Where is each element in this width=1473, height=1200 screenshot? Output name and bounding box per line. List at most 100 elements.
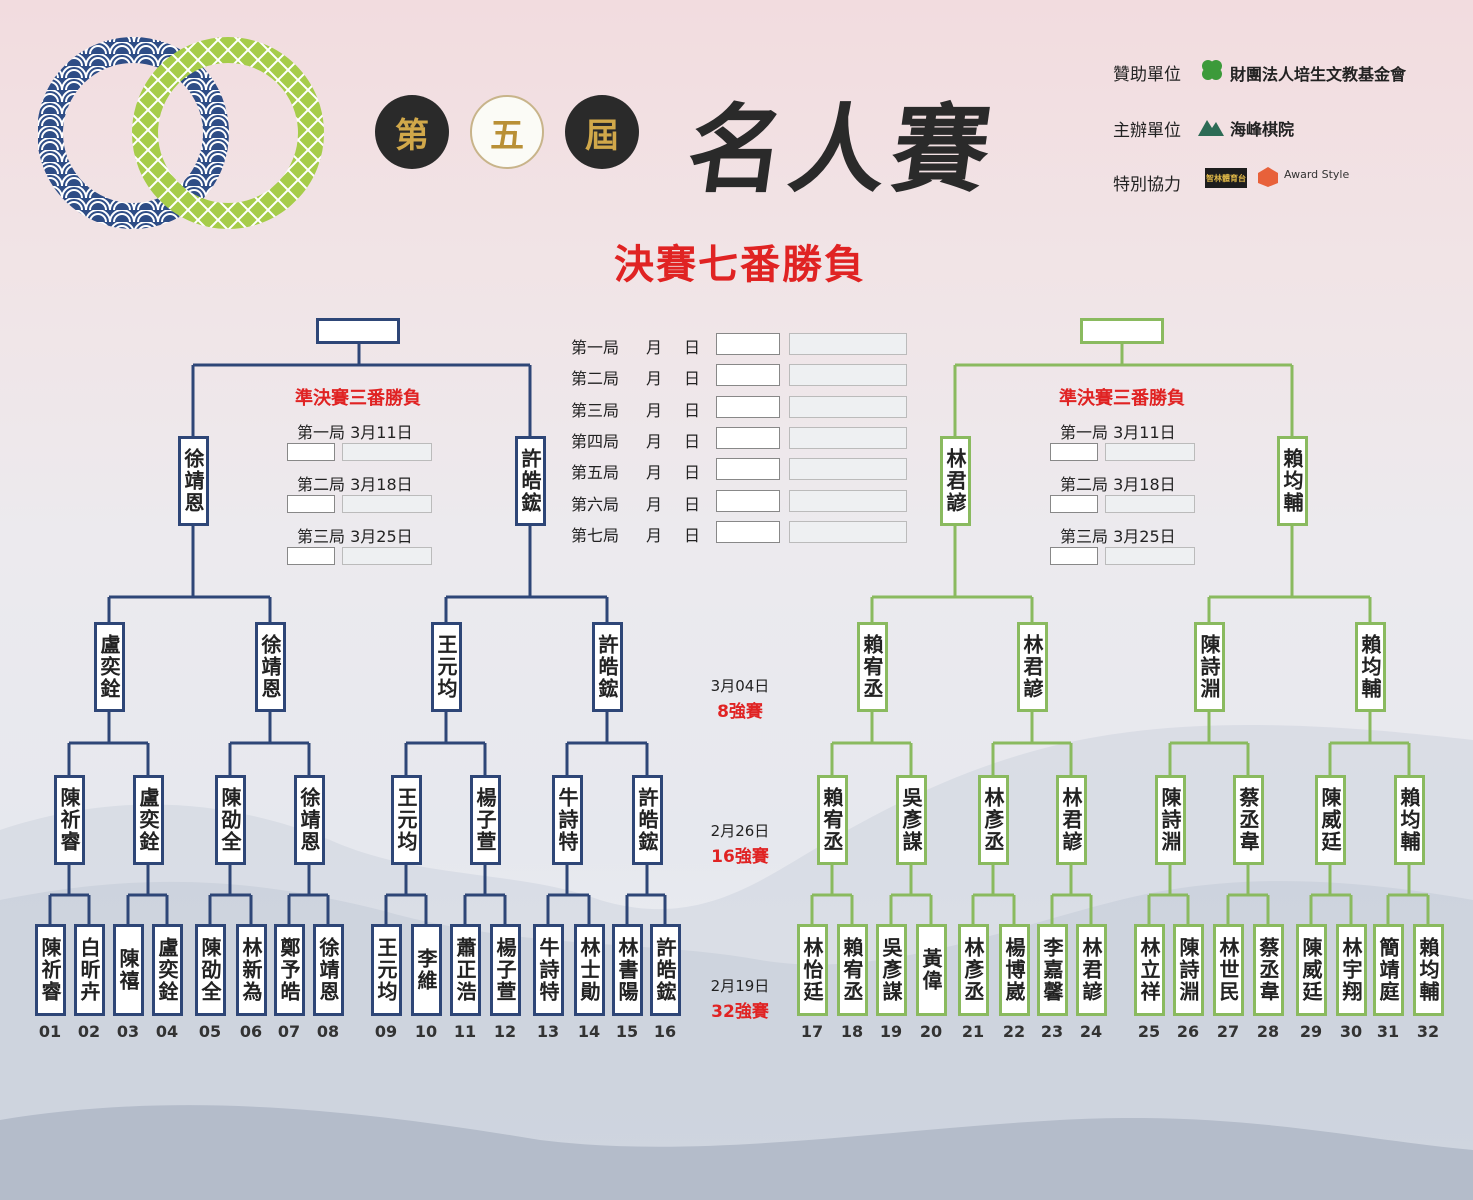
player-box-r32: 林怡廷 <box>796 924 828 1016</box>
player-box-r16: 賴均輔 <box>1393 775 1425 865</box>
player-box-r32: 賴均輔 <box>1412 924 1444 1016</box>
seed-number: 01 <box>38 1022 62 1041</box>
player-box-r16: 蔡丞韋 <box>1232 775 1264 865</box>
final-note-box[interactable] <box>789 364 907 387</box>
seed-number: 06 <box>239 1022 263 1041</box>
player-box-r16: 牛詩特 <box>551 775 583 865</box>
final-note-box[interactable] <box>789 458 907 481</box>
final-game-month: 月 <box>646 525 663 545</box>
semifinal-note-box[interactable] <box>342 495 432 513</box>
semifinal-result-box[interactable] <box>287 443 335 461</box>
player-box-r8: 許皓鋐 <box>591 622 623 712</box>
player-box-r16: 陳劭全 <box>214 775 246 865</box>
partner-logo-2: Award Style <box>1284 168 1350 181</box>
player-box-semifinal: 林君諺 <box>939 436 971 526</box>
player-box-semifinal: 賴均輔 <box>1276 436 1308 526</box>
sponsor-label: 贊助單位 <box>1113 65 1181 85</box>
final-result-box[interactable] <box>716 395 780 418</box>
player-box-r32: 牛詩特 <box>532 924 564 1016</box>
seed-number: 28 <box>1256 1022 1280 1041</box>
semifinal-result-box[interactable] <box>287 547 335 565</box>
final-game-label: 第三局 <box>571 400 620 420</box>
final-result-box[interactable] <box>716 333 780 355</box>
player-box-r8: 盧奕銓 <box>93 622 125 712</box>
event-logo <box>38 37 324 229</box>
final-game-month: 月 <box>646 338 663 357</box>
player-box-r16: 陳詩淵 <box>1154 775 1186 865</box>
clover-icon <box>1202 60 1222 80</box>
player-box-r32: 陳祈睿 <box>34 924 66 1016</box>
seed-number: 15 <box>615 1022 639 1041</box>
player-box-r32: 吳彥謀 <box>875 924 907 1016</box>
seed-number: 14 <box>577 1022 601 1041</box>
final-result-box[interactable] <box>716 520 780 543</box>
final-game-month: 月 <box>646 369 663 389</box>
semifinal-game-label-left: 第一局 3月11日 <box>297 423 413 442</box>
round-name-16: 16強賽 <box>711 847 769 867</box>
final-game-label: 第二局 <box>571 369 620 389</box>
seed-number: 23 <box>1040 1022 1064 1041</box>
final-note-box[interactable] <box>789 489 907 512</box>
final-game-label: 第四局 <box>571 431 620 451</box>
award-style-icon <box>1258 167 1278 187</box>
player-box-r16: 林彥丞 <box>977 775 1009 865</box>
final-game-day: 日 <box>684 494 701 514</box>
player-box-r16: 吳彥謀 <box>895 775 927 865</box>
round-date-16: 2月26日 <box>710 822 770 840</box>
final-result-box[interactable] <box>716 489 780 512</box>
round-date-8: 3月04日 <box>710 677 770 695</box>
player-box-r32: 林新為 <box>235 924 267 1016</box>
final-game-month: 月 <box>646 431 663 451</box>
semifinal-title-right: 準決賽三番勝負 <box>1059 388 1185 409</box>
sponsor-name: 財團法人培生文教基金會 <box>1230 65 1407 84</box>
semifinal-note-box[interactable] <box>342 443 432 461</box>
player-box-r8: 賴均輔 <box>1354 622 1386 712</box>
player-box-r8: 王元均 <box>430 622 462 712</box>
semifinal-note-box[interactable] <box>342 547 432 565</box>
finalist-box-right <box>1080 318 1164 344</box>
semifinal-game-label-left: 第三局 3月25日 <box>297 527 413 546</box>
semifinal-result-box[interactable] <box>1050 443 1098 461</box>
semifinal-title-left: 準決賽三番勝負 <box>295 388 421 409</box>
semifinal-result-box[interactable] <box>287 495 335 513</box>
final-note-box[interactable] <box>789 333 907 355</box>
final-game-day: 日 <box>684 338 701 357</box>
final-result-box[interactable] <box>716 426 780 449</box>
semifinal-result-box[interactable] <box>1050 495 1098 513</box>
player-box-r32: 白昕卉 <box>73 924 105 1016</box>
seed-number: 31 <box>1376 1022 1400 1041</box>
semifinal-result-box[interactable] <box>1050 547 1098 565</box>
round-date-32: 2月19日 <box>710 977 770 995</box>
player-box-r8: 賴宥丞 <box>856 622 888 712</box>
player-box-r16: 林君諺 <box>1055 775 1087 865</box>
round-name-32: 32強賽 <box>711 1002 769 1022</box>
final-note-box[interactable] <box>789 520 907 543</box>
player-box-r8: 陳詩淵 <box>1193 622 1225 712</box>
semifinal-game-label-right: 第二局 3月18日 <box>1060 475 1176 494</box>
semifinal-note-box[interactable] <box>1105 547 1195 565</box>
final-game-label: 第一局 <box>571 338 620 357</box>
player-box-r16: 王元均 <box>390 775 422 865</box>
seed-number: 25 <box>1137 1022 1161 1041</box>
player-box-r32: 李嘉馨 <box>1036 924 1068 1016</box>
final-note-box[interactable] <box>789 395 907 418</box>
seed-number: 03 <box>116 1022 140 1041</box>
semifinal-note-box[interactable] <box>1105 495 1195 513</box>
seed-number: 05 <box>198 1022 222 1041</box>
semifinal-game-label-right: 第一局 3月11日 <box>1060 423 1176 442</box>
seed-number: 26 <box>1176 1022 1200 1041</box>
player-box-r8: 徐靖恩 <box>254 622 286 712</box>
player-box-r32: 許皓鋐 <box>649 924 681 1016</box>
final-note-box[interactable] <box>789 426 907 449</box>
final-result-box[interactable] <box>716 364 780 387</box>
final-result-box[interactable] <box>716 458 780 481</box>
player-box-r32: 林君諺 <box>1075 924 1107 1016</box>
final-game-label: 第五局 <box>571 463 620 483</box>
player-box-r32: 蔡丞韋 <box>1252 924 1284 1016</box>
final-title: 決賽七番勝負 <box>614 242 866 288</box>
finalist-box-left <box>316 318 400 344</box>
final-game-label: 第七局 <box>571 525 620 545</box>
semifinal-note-box[interactable] <box>1105 443 1195 461</box>
final-game-month: 月 <box>646 494 663 514</box>
partner-label: 特別協力 <box>1113 175 1181 195</box>
